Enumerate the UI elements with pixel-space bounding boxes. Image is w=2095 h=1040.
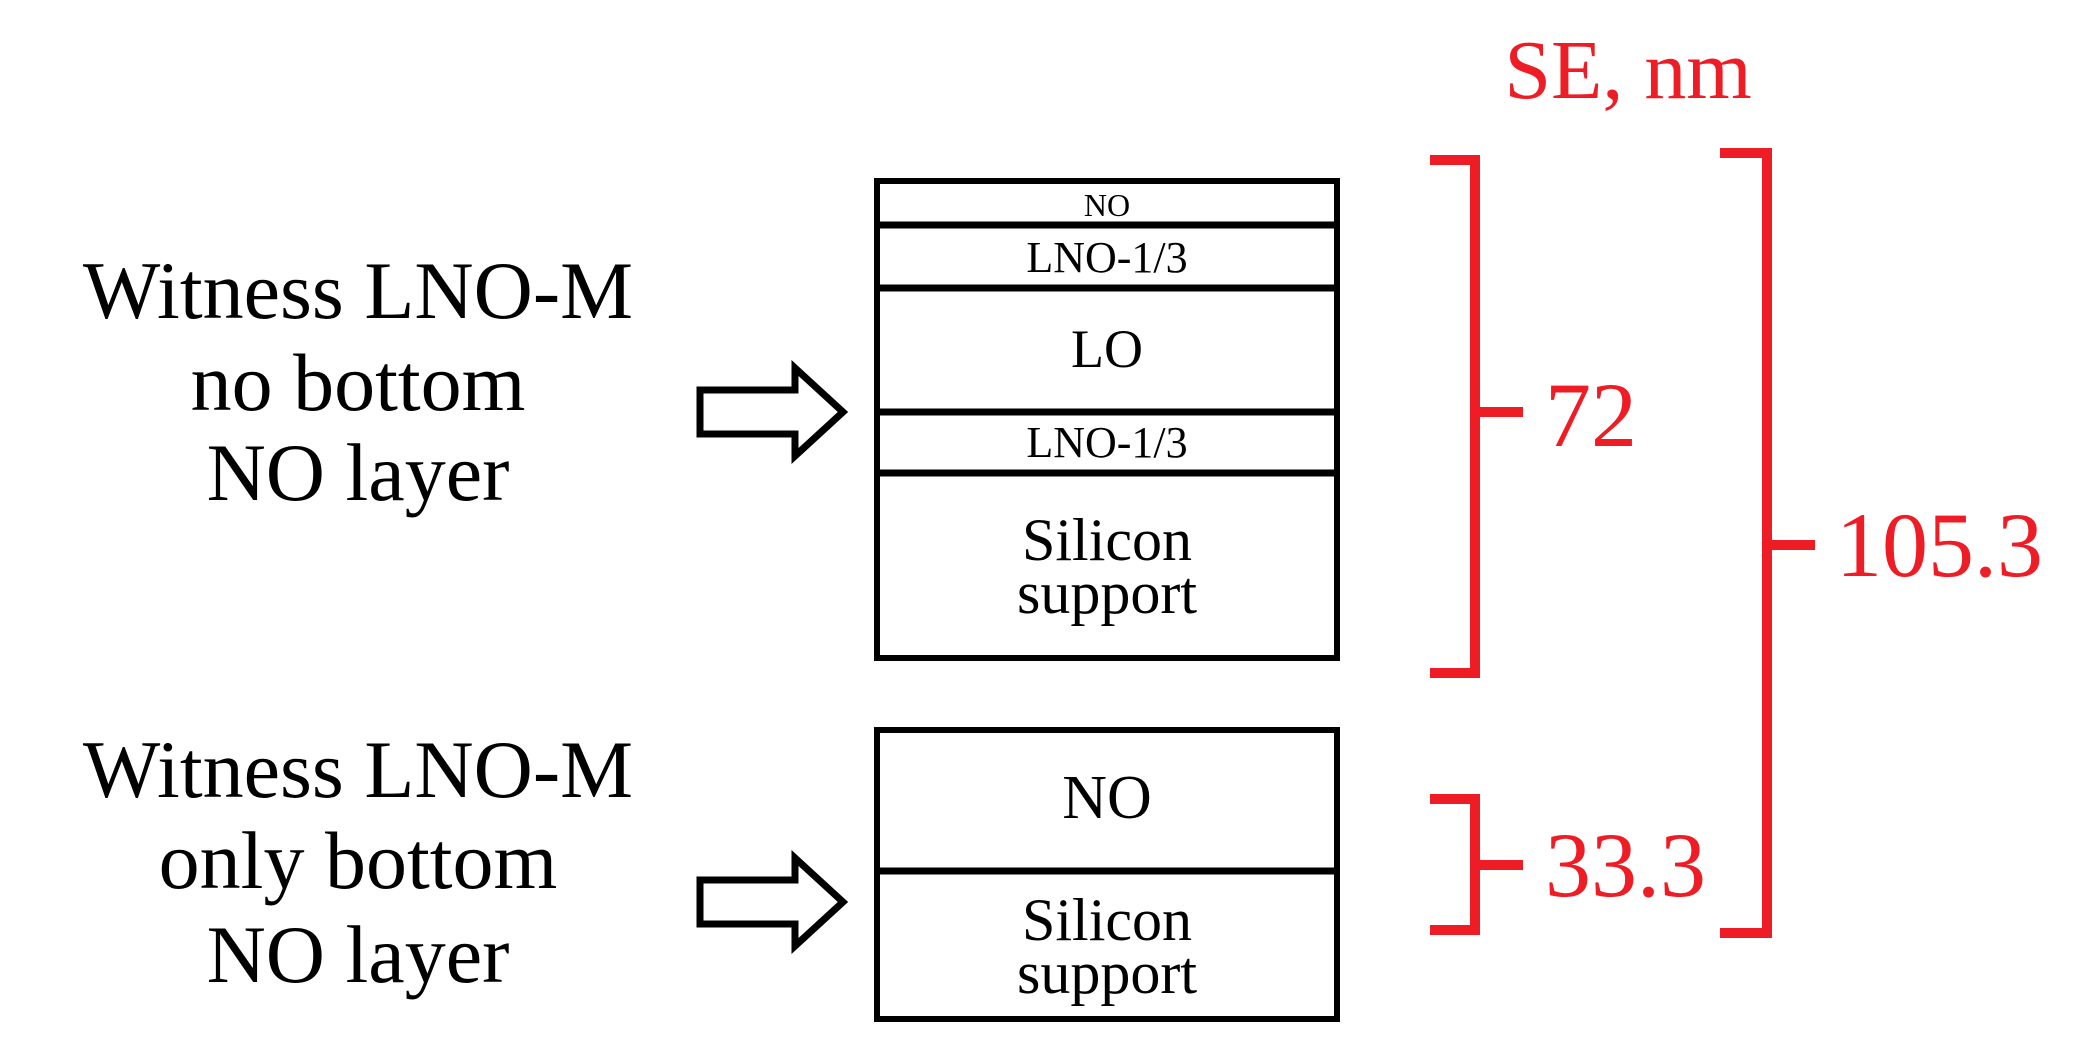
sample-1-stack-frame	[874, 178, 1340, 661]
sample-2-label-line-2: only bottom	[159, 815, 558, 906]
sample-2-arrow-icon	[696, 850, 849, 954]
sample-1-arrow-icon	[696, 360, 849, 464]
sample-1-label-line-2: no bottom	[191, 337, 526, 428]
se-title: SE, nm	[1504, 24, 1751, 117]
layer-lno-1-3-upper: LNO-1/3	[1026, 233, 1187, 282]
brace-bottom-layer	[1430, 794, 1523, 935]
sample-2-label-line-1: Witness LNO-M	[83, 724, 633, 815]
sample-1-label-line-1: Witness LNO-M	[83, 245, 633, 336]
thickness-total: 105.3	[1836, 494, 2043, 596]
layer-lo: LO	[1071, 319, 1143, 379]
thickness-top-stack: 72	[1545, 364, 1637, 466]
thickness-bottom-layer: 33.3	[1545, 814, 1706, 916]
brace-total	[1720, 148, 1815, 938]
layer-silicon-line-2: support	[1017, 560, 1197, 626]
layer-silicon-line-2: support	[1017, 940, 1197, 1006]
layer-silicon-line-1: Silicon	[1022, 507, 1192, 573]
layer-no: NO	[1062, 764, 1152, 832]
sample-1-label: Witness LNO-M no bottom NO layer	[83, 245, 633, 518]
sample-2-label-line-3: NO layer	[207, 909, 510, 1000]
layer-silicon-line-1: Silicon	[1022, 887, 1192, 953]
sample-2-label: Witness LNO-M only bottom NO layer	[83, 724, 633, 1000]
sample-1-label-line-3: NO layer	[207, 427, 510, 518]
brace-top-stack	[1430, 155, 1523, 678]
layer-no-thin: NO	[1084, 187, 1130, 223]
layer-lno-1-3-lower: LNO-1/3	[1026, 418, 1187, 467]
sample-1-stack: NO LNO-1/3 LO LNO-1/3 Silicon support	[874, 178, 1340, 661]
sample-2-stack: NO Silicon support	[874, 727, 1340, 1022]
